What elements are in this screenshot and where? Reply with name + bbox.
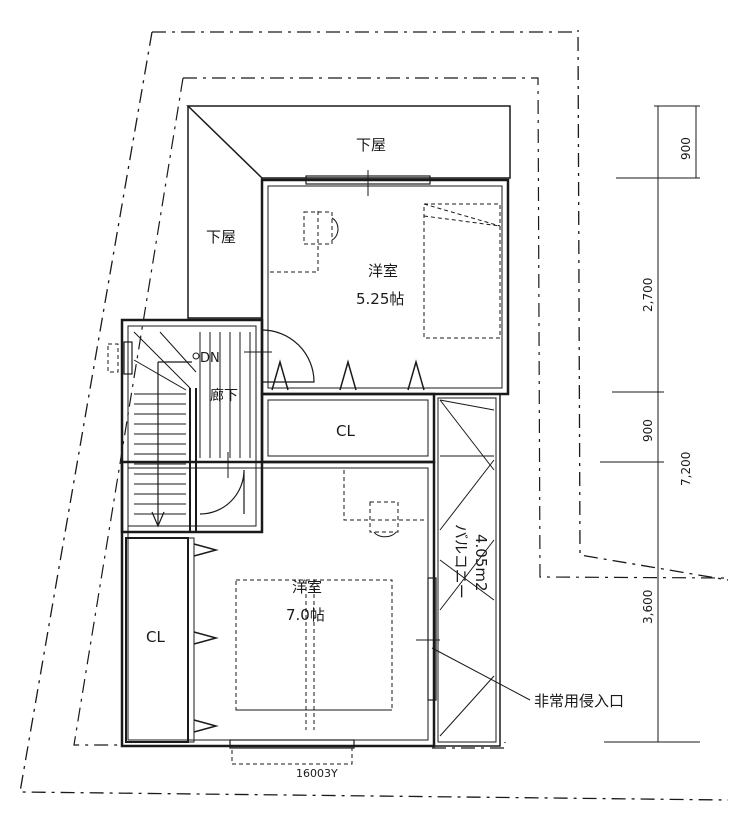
lower-roof (186, 105, 511, 319)
left-cl-folding-doors (193, 543, 219, 733)
site-boundary (19, 29, 729, 801)
staircase (133, 331, 251, 528)
window-code-label: 16003Y (296, 767, 338, 780)
lower-roof-top-label: 下屋 (356, 136, 386, 154)
walls (120, 178, 510, 748)
dim-900-top: 900 (679, 137, 693, 160)
dim-3600: 3,600 (641, 590, 655, 624)
dimension-lines (600, 105, 700, 743)
closet-mid-label: CL (336, 422, 355, 440)
room2-size: 7.0帖 (286, 606, 325, 624)
dim-7200-total: 7,200 (679, 452, 693, 486)
dn-label: DN (200, 351, 220, 366)
room1-size: 5.25帖 (356, 290, 404, 308)
balcony (433, 393, 501, 747)
room1-name: 洋室 (368, 262, 398, 280)
room2-name: 洋室 (292, 578, 322, 596)
hallway-label: 廊下 (210, 387, 238, 404)
balcony-name: バルコニー (452, 524, 470, 599)
windows (107, 170, 440, 765)
balcony-size: 4.05m2 (472, 534, 490, 592)
furniture-outlines (235, 203, 501, 730)
lower-roof-left-label: 下屋 (206, 228, 236, 246)
doors (199, 329, 315, 515)
dim-900-mid: 900 (641, 419, 655, 442)
closet-left-label: CL (146, 628, 165, 646)
emergency-leader (431, 647, 531, 701)
cl-folding-doors (271, 359, 425, 391)
emergency-entry-label: 非常用侵入口 (534, 692, 624, 710)
dim-2700: 2,700 (641, 278, 655, 312)
